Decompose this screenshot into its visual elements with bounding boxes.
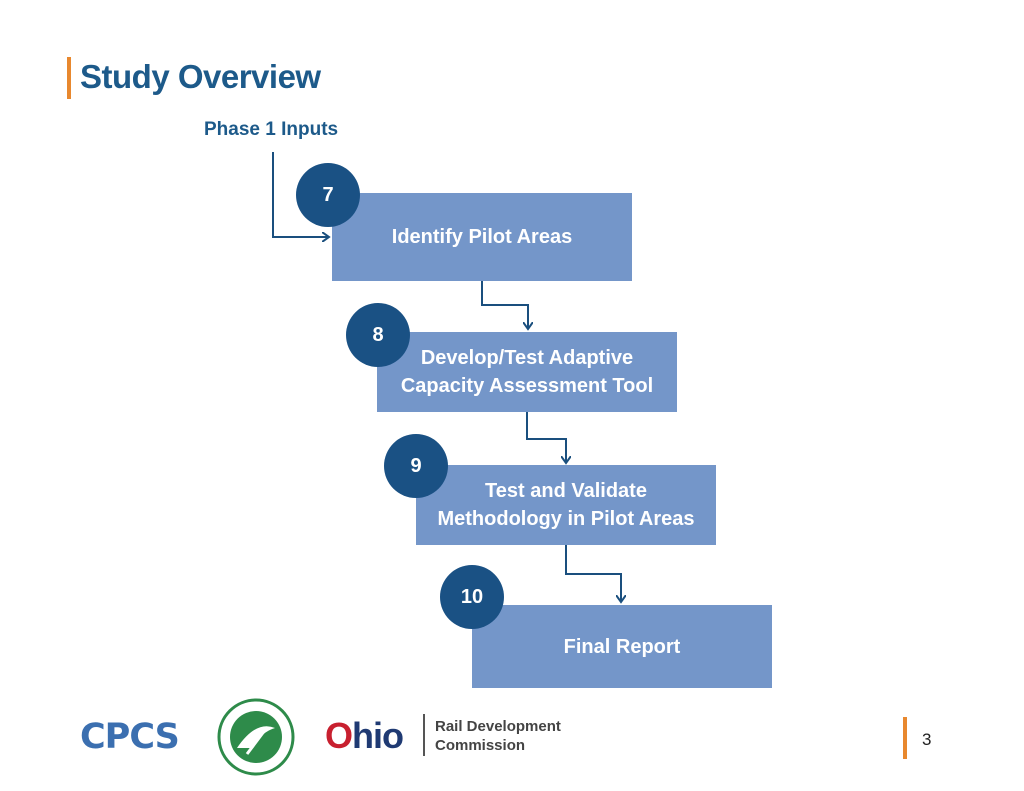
connector-9-10 — [565, 545, 621, 601]
step-9-badge: 9 — [384, 434, 448, 498]
connector-8-9 — [526, 412, 566, 462]
connector-7-8 — [481, 281, 528, 328]
step-9-label: Test and Validate Methodology in Pilot A… — [437, 480, 695, 530]
step-8-label: Develop/Test Adaptive Capacity Assessmen… — [400, 347, 654, 397]
ohio-wordmark-o: O — [325, 715, 353, 756]
step-10-box: Final Report — [472, 605, 772, 688]
step-10-label: Final Report — [563, 635, 681, 658]
ohio-wordmark-rest: hio — [352, 715, 404, 756]
step-7-box: Identify Pilot Areas — [332, 193, 632, 281]
step-8-badge: 8 — [346, 303, 410, 367]
cpcs-logo: CPCS — [80, 717, 180, 757]
title-accent-bar — [67, 57, 71, 99]
step-7-badge: 7 — [296, 163, 360, 227]
step-10-badge: 10 — [440, 565, 504, 629]
page-number-accent — [903, 717, 907, 759]
step-8-box: Develop/Test Adaptive Capacity Assessmen… — [377, 332, 677, 412]
step-9-box: Test and Validate Methodology in Pilot A… — [416, 465, 716, 545]
odot-seal-logo — [217, 698, 295, 776]
phase-inputs-label: Phase 1 Inputs — [204, 119, 339, 140]
ohio-wordmark: Ohio — [325, 715, 404, 757]
step-7-label: Identify Pilot Areas — [391, 226, 573, 248]
page-title: Study Overview — [80, 58, 321, 95]
rail-commission-label: Rail Development Commission — [435, 718, 561, 754]
inputs-arrow — [272, 152, 328, 237]
page-number: 3 — [922, 730, 932, 749]
logo-divider — [423, 714, 425, 756]
